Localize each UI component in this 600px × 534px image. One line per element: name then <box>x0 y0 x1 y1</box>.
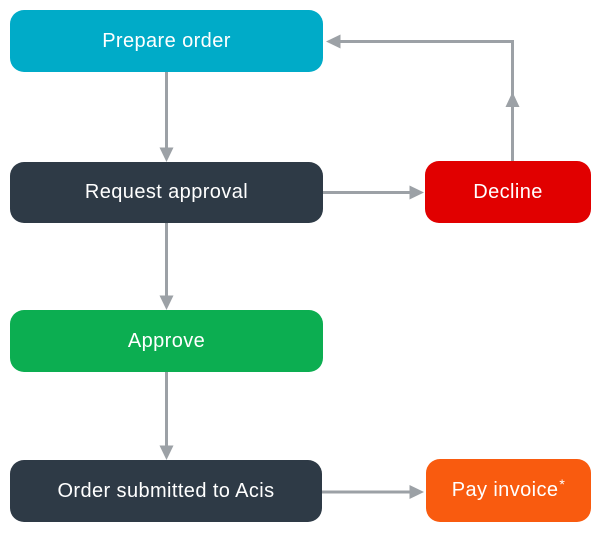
node-decline: Decline <box>425 161 591 223</box>
arrowhead-down-approve <box>159 295 174 310</box>
arrowhead-down-request <box>159 147 174 162</box>
node-label: Approve <box>127 329 206 352</box>
node-pay-invoice: Pay invoice* <box>426 459 591 522</box>
edge-decline-to-prepare <box>340 40 514 161</box>
node-label: Request approval <box>84 181 249 203</box>
node-label: Pay invoice <box>451 479 559 501</box>
node-label: Prepare order <box>102 29 231 52</box>
node-label: Order submitted to Acis <box>57 479 275 502</box>
node-prepare-order: Prepare order <box>10 10 323 72</box>
node-label: Decline <box>473 180 543 203</box>
arrowhead-up-mid-loop <box>505 92 520 107</box>
arrowhead-down-order <box>159 445 174 460</box>
arrowhead-left-prepare <box>326 34 341 49</box>
arrowhead-right-pay <box>409 485 424 499</box>
node-approve: Approve <box>10 310 323 372</box>
arrowhead-right-decline <box>409 185 424 200</box>
node-order-submitted: Order submitted to Acis <box>10 460 322 522</box>
node-request-approval: Request approval <box>10 162 323 223</box>
